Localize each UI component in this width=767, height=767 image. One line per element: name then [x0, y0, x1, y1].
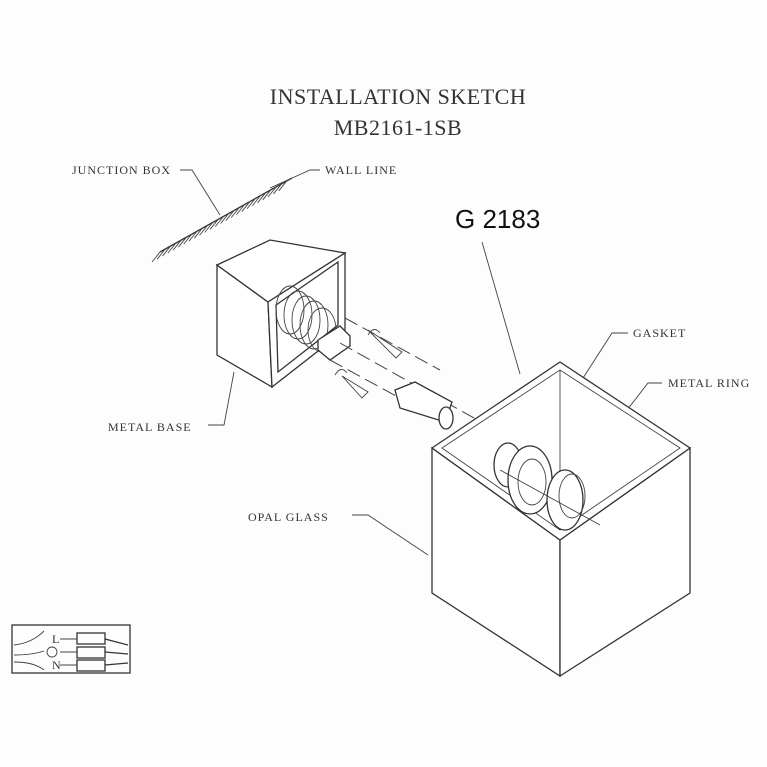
metal-ring	[499, 469, 601, 531]
wall-hatch	[151, 177, 293, 263]
sketch-title: INSTALLATION SKETCH	[270, 84, 526, 109]
wire-neutral-label: N	[52, 658, 62, 672]
terminal-block	[76, 646, 106, 659]
terminal-block	[76, 632, 106, 645]
wiring-diagram: L N	[11, 624, 131, 674]
label-gasket: GASKET	[633, 326, 686, 340]
ground-icon	[46, 646, 58, 658]
gasket	[493, 442, 553, 515]
terminal-block	[76, 659, 106, 672]
label-wall-line: WALL LINE	[325, 163, 397, 177]
label-opal-glass: OPAL GLASS	[248, 510, 329, 524]
screw-icon	[367, 329, 403, 359]
lamp-holder	[394, 381, 454, 430]
product-code: G 2183	[455, 204, 540, 234]
label-metal-ring: METAL RING	[668, 376, 750, 390]
label-metal-base: METAL BASE	[108, 420, 192, 434]
metal-base	[215, 239, 351, 389]
screw-icon	[334, 369, 369, 399]
wire-live-label: L	[52, 632, 60, 646]
opal-glass-shade	[430, 361, 692, 678]
label-junction-box: JUNCTION BOX	[72, 163, 171, 177]
leader-lines	[180, 169, 662, 556]
threaded-nipple	[275, 285, 351, 361]
model-number: MB2161-1SB	[334, 115, 462, 140]
